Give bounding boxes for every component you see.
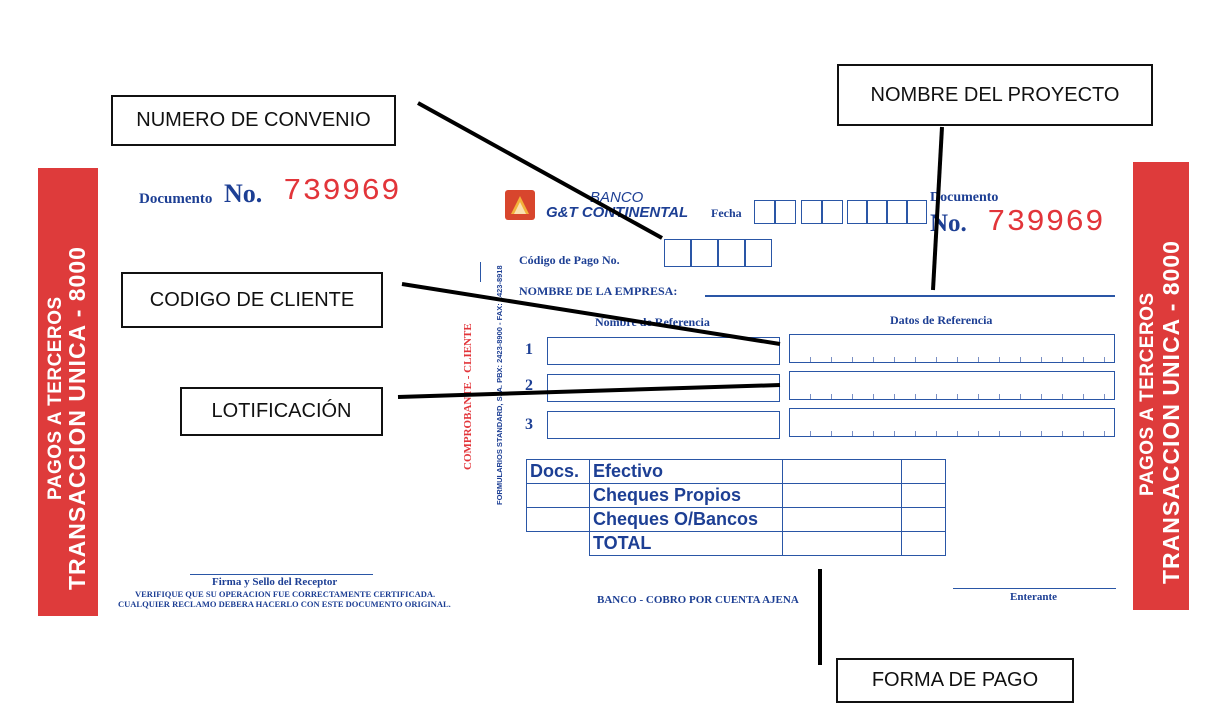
enterante-line (953, 588, 1116, 589)
empresa-label: NOMBRE DE LA EMPRESA: (519, 284, 678, 298)
payment-row: TOTAL (526, 531, 946, 556)
right-red-band (1133, 162, 1189, 610)
ref-name-input-1[interactable] (547, 337, 780, 365)
efectivo-amount[interactable] (782, 459, 902, 484)
ref-data-input-3[interactable] (789, 408, 1115, 437)
footer-bank: BANCO - COBRO POR CUENTA AJENA (597, 594, 799, 606)
ref-data-input-2[interactable] (789, 371, 1115, 400)
right-doc-number: 739969 (987, 205, 1105, 240)
fecha-month-boxes[interactable] (801, 200, 843, 224)
right-doc-label: Documento (930, 190, 999, 205)
notice-line-1: VERIFIQUE QUE SU OPERACION FUE CORRECTAM… (135, 589, 436, 599)
annotation-numero-convenio: NUMERO DE CONVENIO (111, 95, 396, 146)
row-number-3: 3 (525, 416, 533, 433)
payment-label-total: TOTAL (589, 531, 783, 556)
codigo-pago-label: Código de Pago No. (519, 253, 620, 267)
docs-label: Docs. (526, 459, 590, 484)
left-doc-number: 739969 (283, 174, 401, 209)
proyecto-pointer (931, 126, 944, 291)
bank-name-line-1: BANCO (590, 189, 644, 206)
left-no-label: No. (224, 179, 263, 208)
codigo-pago-boxes[interactable] (664, 239, 772, 267)
annotation-lotificacion: LOTIFICACIÓN (180, 387, 383, 436)
fecha-year-boxes[interactable] (847, 200, 927, 224)
row-number-1: 1 (525, 341, 533, 358)
fecha-day-boxes[interactable] (754, 200, 796, 224)
ref-data-header: Datos de Referencia (890, 313, 993, 327)
annotation-forma-pago: FORMA DE PAGO (836, 658, 1074, 703)
cliente-pointer (401, 282, 781, 346)
payment-row: Cheques O/Bancos (526, 507, 946, 532)
fecha-label: Fecha (711, 206, 742, 220)
center-tick (480, 262, 481, 282)
lotificacion-pointer (397, 383, 781, 399)
ref-name-input-3[interactable] (547, 411, 780, 439)
annotation-nombre-proyecto: NOMBRE DEL PROYECTO (837, 64, 1153, 126)
empresa-line[interactable] (705, 295, 1115, 297)
total-amount[interactable] (782, 531, 902, 556)
enterante-label: Enterante (1010, 591, 1058, 603)
empty-cell (526, 531, 590, 556)
cheques-propios-amount[interactable] (782, 483, 902, 508)
notice-line-2: CUALQUIER RECLAMO DEBERA HACERLO CON EST… (118, 599, 451, 609)
row-number-2: 2 (525, 377, 533, 394)
ref-data-input-1[interactable] (789, 334, 1115, 363)
left-doc-label: Documento (139, 191, 213, 207)
payment-label-cheques-propios: Cheques Propios (589, 483, 783, 508)
payment-table: Docs. Efectivo Cheques Propios Cheques O… (526, 459, 946, 556)
convenio-pointer (417, 101, 663, 240)
annotation-codigo-cliente: CODIGO DE CLIENTE (121, 272, 383, 328)
left-red-band (38, 168, 98, 616)
signature-label: Firma y Sello del Receptor (212, 576, 338, 588)
bank-logo-icon (505, 190, 535, 220)
docs-cell[interactable] (526, 483, 590, 508)
total-cents[interactable] (901, 531, 946, 556)
signature-line (190, 574, 373, 575)
